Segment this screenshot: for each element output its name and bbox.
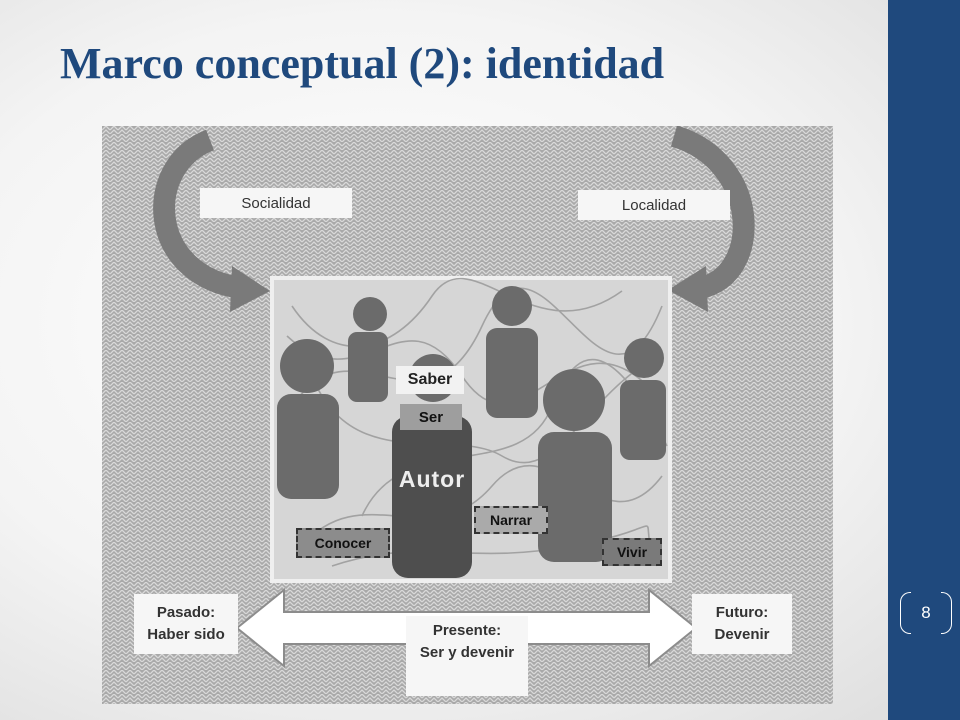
slide-title: Marco conceptual (2): identidad (60, 39, 665, 88)
narrar-label: Narrar (474, 506, 548, 534)
saber-label: Saber (396, 366, 464, 394)
present-label: Presente: Ser y devenir (406, 616, 528, 696)
right-curved-arrow (670, 126, 755, 299)
past-text: Haber sido (147, 626, 225, 643)
present-text: Ser y devenir (419, 644, 515, 661)
conocer-label: Conocer (296, 528, 390, 558)
ser-label: Ser (400, 404, 462, 430)
vivir-label: Vivir (602, 538, 662, 566)
future-text: Devenir (714, 626, 770, 643)
past-label: Pasado: Haber sido (134, 594, 238, 654)
future-label: Futuro: Devenir (692, 594, 792, 654)
autor-label: Autor (398, 465, 466, 492)
bracket-right (941, 592, 952, 634)
left-arrow-head (230, 266, 270, 312)
past-title: Pasado: (156, 604, 216, 621)
present-title: Presente: (432, 622, 502, 639)
socialidad-label: Socialidad (200, 188, 352, 218)
identity-diagram: Socialidad Localidad Saber Ser Autor Con… (102, 126, 833, 704)
localidad-label: Localidad (578, 190, 730, 220)
future-title: Futuro: (715, 604, 769, 621)
slide-number: 8 (898, 592, 954, 634)
diagram-graphics (102, 126, 833, 704)
bracket-left (900, 592, 911, 634)
left-curved-arrow (153, 129, 244, 299)
right-arrow-head (668, 266, 708, 312)
slide-number-text: 8 (921, 603, 931, 622)
